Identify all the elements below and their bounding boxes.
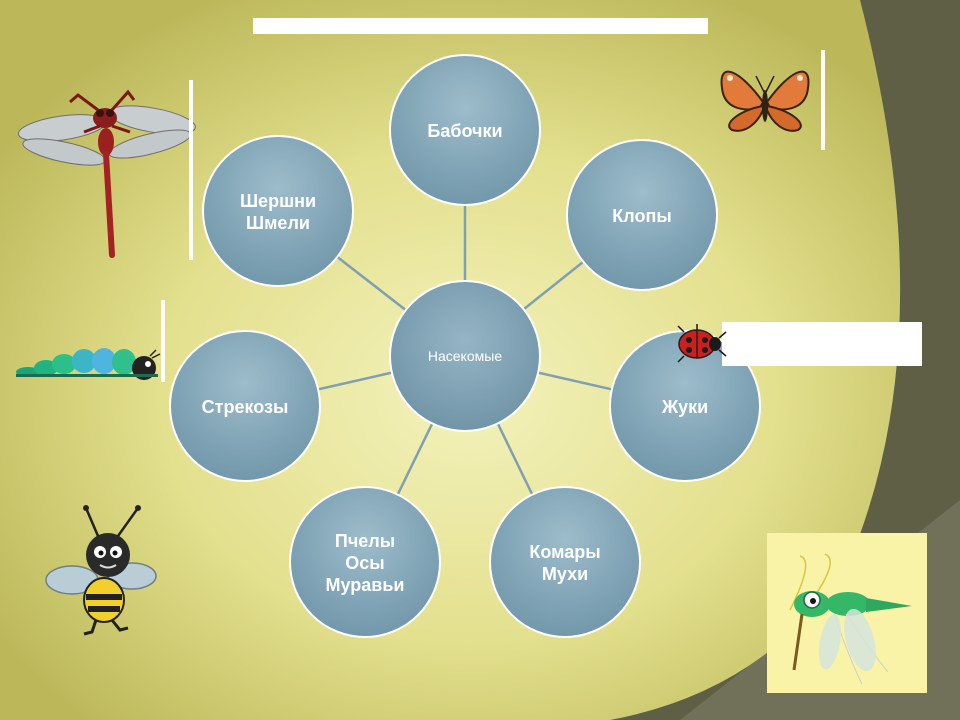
ladybug-icon: [677, 324, 727, 363]
node-circle: [202, 135, 354, 287]
divider-line: [821, 50, 825, 150]
divider-line: [189, 80, 193, 260]
divider-line: [161, 300, 165, 382]
node-circle: [389, 54, 541, 206]
mosquito-icon: [789, 553, 912, 685]
node-label: Осы: [345, 553, 384, 573]
node-label: Жуки: [661, 397, 708, 417]
node-circle: [169, 330, 321, 482]
label-box: [722, 322, 922, 366]
node-label: Клопы: [612, 206, 671, 226]
node-butterflies: Бабочки: [389, 54, 541, 206]
node-circle: [489, 486, 641, 638]
center-node-label: Насекомые: [428, 348, 502, 364]
node-label: Мухи: [542, 564, 588, 584]
node-beetles: Жуки: [609, 330, 761, 482]
node-bugs: Клопы: [566, 139, 718, 291]
node-circle: [289, 486, 441, 638]
node-label: Стрекозы: [202, 397, 289, 417]
bee-icon: [45, 505, 157, 636]
node-label: Муравьи: [326, 575, 405, 595]
node-circle: [566, 139, 718, 291]
node-dragonflies: Стрекозы: [169, 330, 321, 482]
center-node: Насекомые: [389, 280, 541, 432]
node-label: Комары: [529, 542, 600, 562]
node-label: Пчелы: [335, 531, 395, 551]
node-label: Бабочки: [427, 121, 502, 141]
node-label: Шмели: [246, 213, 310, 233]
butterfly-icon: [720, 70, 810, 132]
node-circle: [609, 330, 761, 482]
node-label: Шершни: [240, 191, 316, 211]
title-bar: [253, 18, 708, 34]
dragonfly-icon: [17, 89, 196, 258]
caterpillar-icon: [16, 348, 161, 380]
